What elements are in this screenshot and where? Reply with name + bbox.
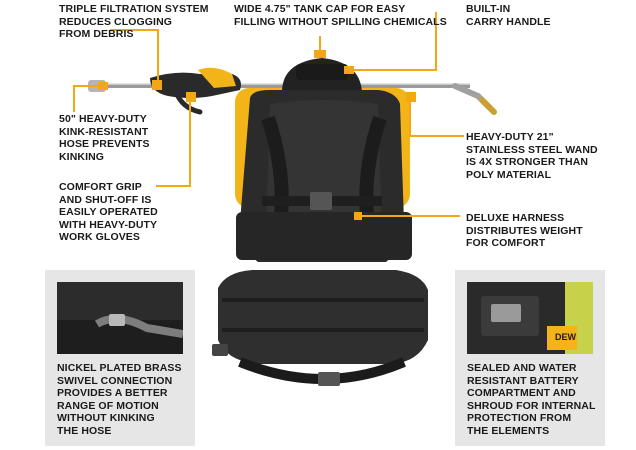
battery-brand-text: DEW: [555, 332, 576, 342]
callout-line: KINKING: [59, 150, 105, 163]
callout-harness: DELUXE HARNESS DISTRIBUTES WEIGHT FOR CO…: [466, 212, 583, 250]
callout-line: DELUXE HARNESS: [466, 212, 565, 224]
callout-line: STAINLESS STEEL WAND: [466, 143, 598, 156]
callout-line: CARRY HANDLE: [466, 15, 551, 28]
callout-line: AND SHUT-OFF IS: [59, 193, 152, 206]
panel-line: THE ELEMENTS: [467, 424, 550, 437]
swivel-detail-panel: NICKEL PLATED BRASS SWIVEL CONNECTION PR…: [45, 270, 195, 446]
callout-line: POLY MATERIAL: [466, 168, 552, 181]
panel-line: SHROUD FOR INTERNAL: [467, 399, 596, 412]
callout-line: BUILT-IN: [466, 3, 511, 15]
callout-line: TRIPLE FILTRATION SYSTEM: [59, 3, 209, 15]
panel-line: COMPARTMENT AND: [467, 387, 576, 399]
callout-line: WIDE 4.75" TANK CAP FOR EASY: [234, 3, 406, 15]
callout-line: COMFORT GRIP: [59, 181, 142, 193]
callout-line: REDUCES CLOGGING: [59, 15, 173, 28]
callout-line: IS 4X STRONGER THAN: [466, 156, 589, 168]
callout-grip: COMFORT GRIP AND SHUT-OFF IS EASILY OPER…: [59, 181, 158, 244]
comfort-grip-handle: [150, 67, 241, 115]
callout-filtration: TRIPLE FILTRATION SYSTEM REDUCES CLOGGIN…: [59, 3, 209, 41]
callout-line: KINK-RESISTANT: [59, 125, 149, 138]
tank-lower: [236, 212, 412, 260]
callout-wand: HEAVY-DUTY 21" STAINLESS STEEL WAND IS 4…: [466, 131, 598, 181]
battery-photo-graphic: [467, 282, 593, 354]
callout-line: WITH HEAVY-DUTY: [59, 218, 158, 231]
panel-line: NICKEL PLATED BRASS: [57, 362, 182, 374]
battery-compartment-photo: DEW: [467, 282, 593, 354]
callout-carry-handle: BUILT-IN CARRY HANDLE: [466, 3, 551, 28]
callout-line: FILLING WITHOUT SPILLING CHEMICALS: [234, 15, 447, 28]
panel-line: SWIVEL CONNECTION: [57, 374, 173, 387]
callout-line: 50" HEAVY-DUTY: [59, 113, 147, 125]
tank-cap: [282, 58, 362, 92]
callout-hose: 50" HEAVY-DUTY KINK-RESISTANT HOSE PREVE…: [59, 113, 150, 163]
panel-line: RANGE OF MOTION: [57, 399, 159, 412]
swivel-caption: NICKEL PLATED BRASS SWIVEL CONNECTION PR…: [57, 362, 182, 437]
callout-line: HEAVY-DUTY 21": [466, 131, 554, 143]
callout-line: EASILY OPERATED: [59, 206, 158, 218]
callout-line: DISTRIBUTES WEIGHT: [466, 224, 583, 237]
panel-line: PROVIDES A BETTER: [57, 387, 168, 399]
swivel-photo-graphic: [57, 282, 183, 354]
waist-belt: [212, 270, 428, 386]
swivel-connection-photo: [57, 282, 183, 354]
callout-line: WORK GLOVES: [59, 231, 141, 243]
callout-line: HOSE PREVENTS: [59, 138, 150, 150]
panel-line: SEALED AND WATER: [467, 362, 577, 374]
callout-tank-cap: WIDE 4.75" TANK CAP FOR EASY FILLING WIT…: [234, 3, 447, 28]
battery-caption: SEALED AND WATER RESISTANT BATTERY COMPA…: [467, 362, 595, 437]
battery-detail-panel: DEW SEALED AND WATER RESISTANT BATTERY C…: [455, 270, 605, 446]
panel-line: THE HOSE: [57, 424, 112, 437]
panel-line: RESISTANT BATTERY: [467, 374, 579, 387]
callout-line: FOR COMFORT: [466, 237, 546, 249]
callout-line: FROM DEBRIS: [59, 28, 134, 40]
panel-line: WITHOUT KINKING: [57, 412, 155, 424]
panel-line: PROTECTION FROM: [467, 412, 572, 424]
